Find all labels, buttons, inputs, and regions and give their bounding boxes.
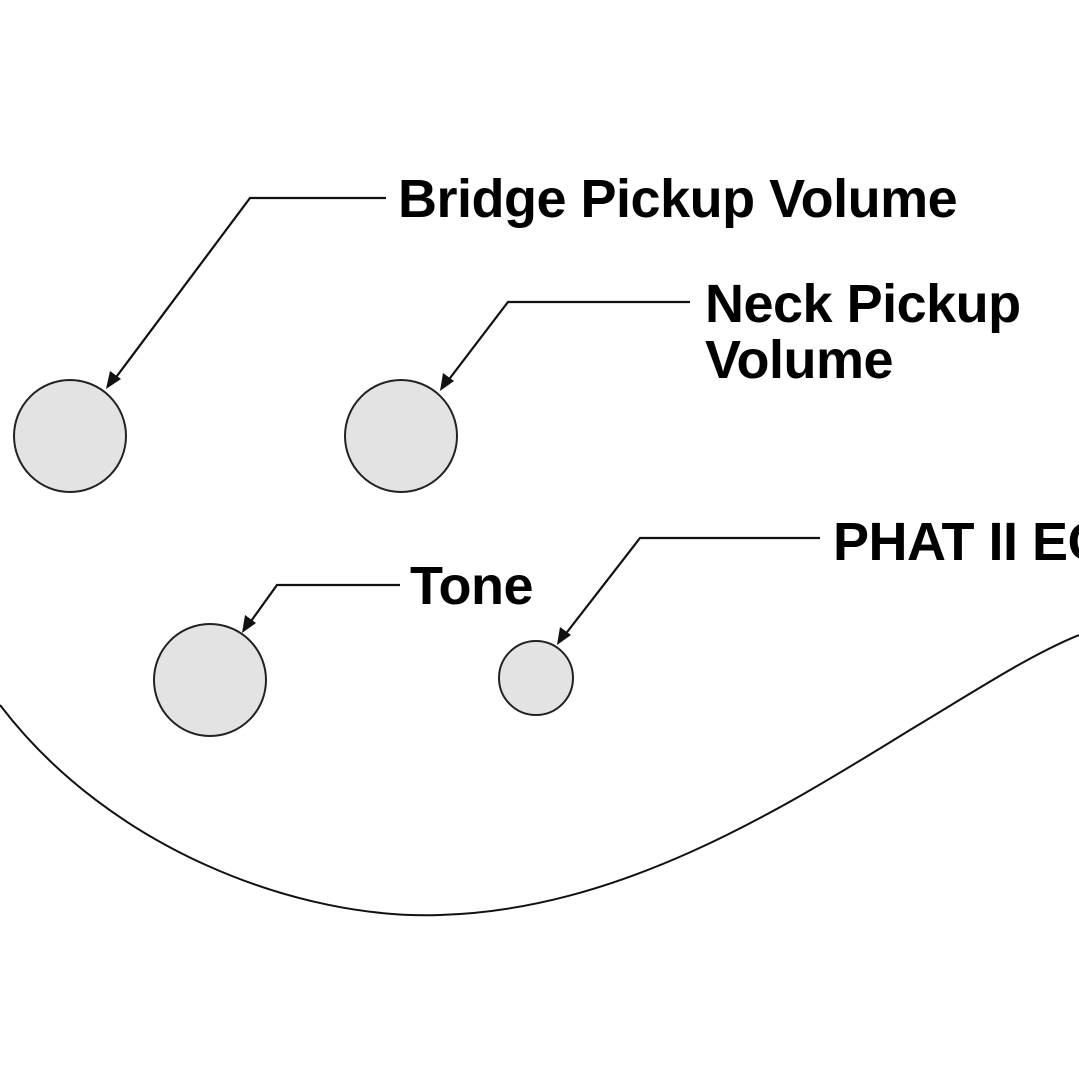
phat-ii-eq-label: PHAT II EQ bbox=[833, 512, 1079, 572]
bridge-pickup-volume-knob bbox=[13, 379, 127, 493]
phat-ii-eq-knob bbox=[498, 640, 574, 716]
tone-label: Tone bbox=[410, 556, 533, 616]
tone-arrowhead bbox=[242, 615, 256, 633]
neck-pickup-volume-label-line2: Volume bbox=[705, 330, 893, 390]
bridge-pickup-volume-leader bbox=[113, 196, 386, 381]
guitar-body-outline bbox=[0, 634, 1079, 917]
neck-pickup-volume-label-line1: Neck Pickup bbox=[705, 274, 1021, 334]
bridge-pickup-volume-arrowhead bbox=[106, 371, 121, 389]
tone-knob bbox=[153, 623, 267, 737]
neck-pickup-volume-knob bbox=[344, 379, 458, 493]
bridge-pickup-volume-label: Bridge Pickup Volume bbox=[398, 169, 957, 229]
tone-leader bbox=[248, 583, 400, 625]
phat-ii-eq-arrowhead bbox=[557, 627, 571, 645]
neck-pickup-volume-arrowhead bbox=[440, 373, 454, 391]
phat-ii-eq-leader bbox=[563, 536, 820, 637]
neck-pickup-volume-leader bbox=[446, 300, 690, 383]
